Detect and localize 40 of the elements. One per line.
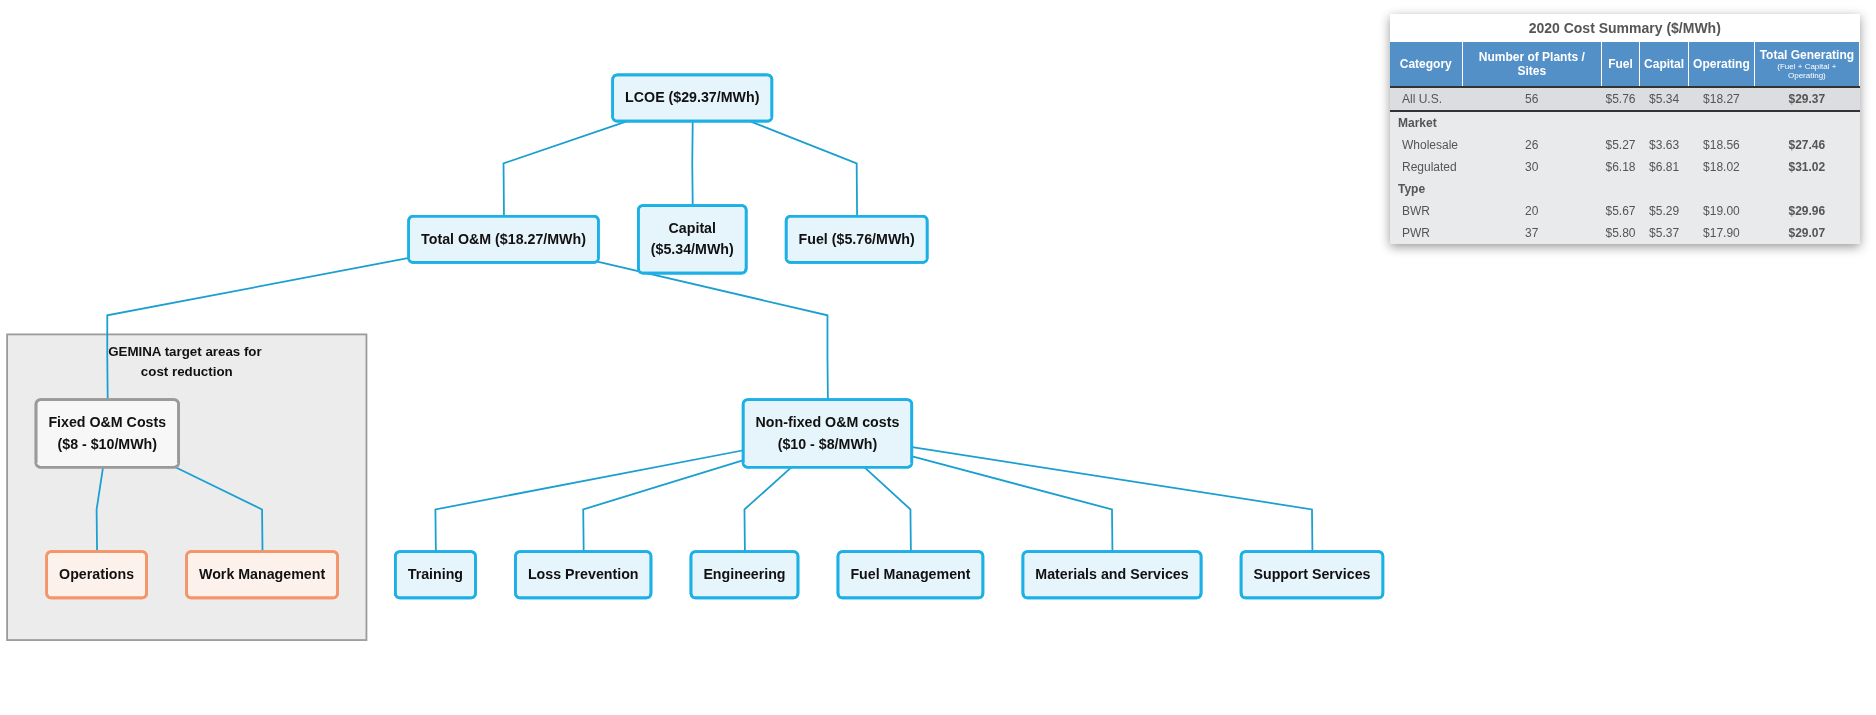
table-cell: $29.96 bbox=[1754, 200, 1860, 222]
column-header: Capital bbox=[1639, 42, 1689, 87]
table-cell: 30 bbox=[1462, 156, 1602, 178]
column-header: Fuel bbox=[1601, 42, 1640, 87]
table-cell: $29.37 bbox=[1754, 87, 1860, 111]
table-cell: $5.67 bbox=[1601, 200, 1640, 222]
table-cell: 37 bbox=[1462, 222, 1602, 244]
table-cell: $18.56 bbox=[1688, 134, 1755, 156]
column-header: Total Generating bbox=[1759, 48, 1855, 62]
table-cell: Regulated bbox=[1390, 156, 1463, 178]
table-cell: 56 bbox=[1462, 87, 1602, 111]
table-title: 2020 Cost Summary ($/MWh) bbox=[1390, 14, 1860, 42]
table-cell: 20 bbox=[1462, 200, 1602, 222]
column-header: Number of Plants / Sites bbox=[1462, 42, 1602, 87]
table-cell: $27.46 bbox=[1754, 134, 1860, 156]
table-cell: Wholesale bbox=[1390, 134, 1463, 156]
column-note: (Fuel + Capital + Operating) bbox=[1776, 62, 1838, 80]
table-cell: $17.90 bbox=[1688, 222, 1755, 244]
table-cell: $5.27 bbox=[1601, 134, 1640, 156]
table-cell: $18.27 bbox=[1688, 87, 1755, 111]
table-cell: $5.76 bbox=[1601, 87, 1640, 111]
column-header: Operating bbox=[1688, 42, 1755, 87]
table-cell: $6.18 bbox=[1601, 156, 1640, 178]
table-cell: $5.37 bbox=[1639, 222, 1689, 244]
table-cell: $19.00 bbox=[1688, 200, 1755, 222]
table-cell: 26 bbox=[1462, 134, 1602, 156]
table-cell: BWR bbox=[1390, 200, 1463, 222]
column-header: Category bbox=[1390, 42, 1463, 87]
table-cell: $5.80 bbox=[1601, 222, 1640, 244]
table-cell: All U.S. bbox=[1390, 87, 1463, 111]
table-cell: $6.81 bbox=[1639, 156, 1689, 178]
table-cell: $3.63 bbox=[1639, 134, 1689, 156]
section-heading: Type bbox=[1390, 178, 1860, 200]
table-cell: $31.02 bbox=[1754, 156, 1860, 178]
table-cell: $5.34 bbox=[1639, 87, 1689, 111]
table-cell: $18.02 bbox=[1688, 156, 1755, 178]
table-cell: PWR bbox=[1390, 222, 1463, 244]
table-cell: $29.07 bbox=[1754, 222, 1860, 244]
section-heading: Market bbox=[1390, 111, 1860, 134]
table-cell: $5.29 bbox=[1639, 200, 1689, 222]
